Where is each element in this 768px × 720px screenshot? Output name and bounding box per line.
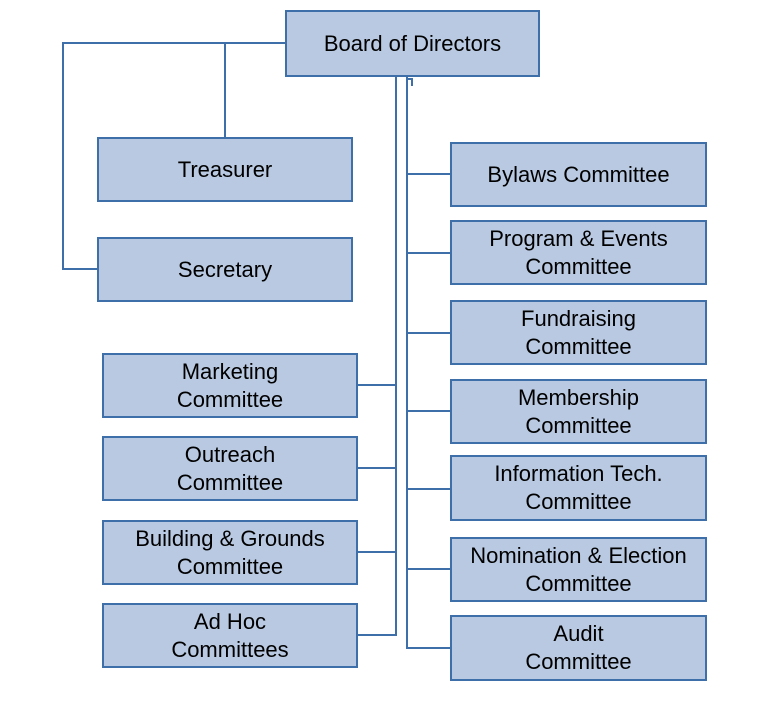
node-audit-committee: Audit Committee <box>450 615 707 681</box>
node-fundraising-committee: Fundraising Committee <box>450 300 707 365</box>
connector-to-audit <box>408 647 450 649</box>
connector-board-left-bracket-side <box>62 42 64 270</box>
connector-to-fundraising <box>408 332 450 334</box>
connector-board-stub-vertical <box>411 78 413 86</box>
connector-to-nomination-election <box>408 568 450 570</box>
node-marketing-committee: Marketing Committee <box>102 353 358 418</box>
connector-to-marketing <box>358 384 396 386</box>
node-nomination-election-committee: Nomination & Election Committee <box>450 537 707 602</box>
node-treasurer: Treasurer <box>97 137 353 202</box>
connector-to-bylaws <box>408 173 450 175</box>
connector-trunk-right-column <box>406 77 408 649</box>
connector-to-ad-hoc <box>358 634 396 636</box>
connector-to-building-grounds <box>358 551 396 553</box>
node-program-events-committee: Program & Events Committee <box>450 220 707 285</box>
connector-to-outreach <box>358 467 396 469</box>
node-membership-committee: Membership Committee <box>450 379 707 444</box>
node-board-of-directors: Board of Directors <box>285 10 540 77</box>
connector-to-information-tech <box>408 488 450 490</box>
connector-board-stub-horizontal <box>406 78 413 80</box>
connector-to-treasurer <box>224 42 226 137</box>
connector-to-membership <box>408 410 450 412</box>
node-secretary: Secretary <box>97 237 353 302</box>
node-building-grounds-committee: Building & Grounds Committee <box>102 520 358 585</box>
node-outreach-committee: Outreach Committee <box>102 436 358 501</box>
node-bylaws-committee: Bylaws Committee <box>450 142 707 207</box>
node-information-tech-committee: Information Tech. Committee <box>450 455 707 521</box>
connector-board-left-bracket-top <box>62 42 285 44</box>
node-ad-hoc-committees: Ad Hoc Committees <box>102 603 358 668</box>
connector-to-program-events <box>408 252 450 254</box>
connector-trunk-left-column <box>395 77 397 636</box>
connector-to-secretary <box>62 268 97 270</box>
